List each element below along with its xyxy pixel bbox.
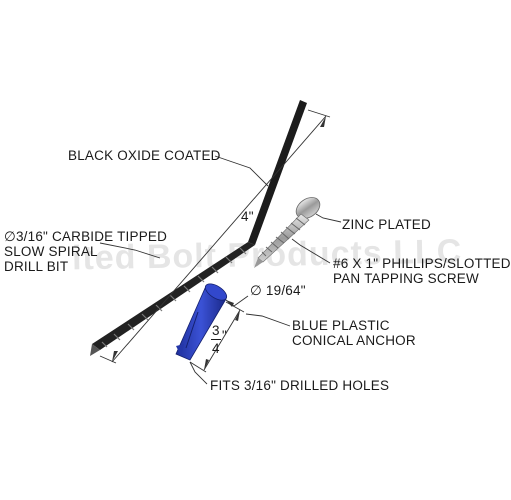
- screw-label-line1: #6 X 1" PHILLIPS/SLOTTED: [333, 256, 511, 271]
- screw-label-line2: PAN TAPPING SCREW: [333, 271, 479, 286]
- screw-threads: [261, 217, 306, 257]
- screw-head: [295, 197, 321, 219]
- anchor-length-numerator: 3: [212, 323, 220, 338]
- coating-label: BLACK OXIDE COATED: [68, 148, 221, 163]
- anchor-length-fraction-bar: [211, 339, 221, 340]
- plating-label: ZINC PLATED: [342, 217, 431, 232]
- screw: [254, 197, 321, 268]
- length-dimension: [99, 109, 331, 364]
- drill-bit-spiral: [101, 247, 247, 348]
- drill-bit-flutes: [92, 242, 255, 350]
- drill-bit-label-line1: ∅3/16" CARBIDE TIPPED: [4, 229, 168, 244]
- anchor-diameter-label: ∅ 19/64": [250, 283, 306, 298]
- anchor-fin: [176, 344, 184, 356]
- coating-leader: [214, 155, 269, 187]
- length-label: 4": [241, 209, 254, 224]
- drill-bit-label-line2: SLOW SPIRAL: [4, 244, 98, 259]
- holes-leader: [189, 361, 208, 385]
- anchor: [175, 283, 228, 361]
- drill-bit: [90, 100, 307, 356]
- parts-illustration: [90, 100, 342, 385]
- diagram-canvas: ited Bolt Products LLC: [4, 100, 511, 393]
- anchor-length-arrow-bottom: [204, 359, 209, 370]
- plating-leader: [315, 213, 342, 223]
- drill-bit-shank: [248, 100, 307, 245]
- anchor-label-line2: CONICAL ANCHOR: [292, 333, 416, 348]
- drill-bit-leader: [99, 242, 161, 259]
- anchor-diameter-dimension: [225, 295, 249, 307]
- anchor-length-unit: ": [222, 328, 227, 343]
- anchor-collar: [204, 283, 228, 301]
- anchor-length-dimension: [189, 301, 245, 373]
- screw-shank: [257, 213, 310, 263]
- length-arrow-top: [320, 116, 326, 127]
- anchor-label-line1: BLUE PLASTIC: [292, 318, 390, 333]
- anchor-slot: [185, 311, 199, 349]
- drill-bit-label-line3: DRILL BIT: [4, 259, 69, 274]
- anchor-leader: [245, 313, 291, 327]
- anchor-length-denominator: 4: [212, 341, 220, 356]
- anchor-length-arrow-top: [235, 310, 240, 321]
- length-arrow-bottom: [112, 351, 118, 362]
- screw-leader: [291, 238, 331, 264]
- drill-bit-tip: [90, 344, 100, 356]
- holes-label: FITS 3/16" DRILLED HOLES: [210, 378, 390, 393]
- screw-point: [254, 258, 263, 268]
